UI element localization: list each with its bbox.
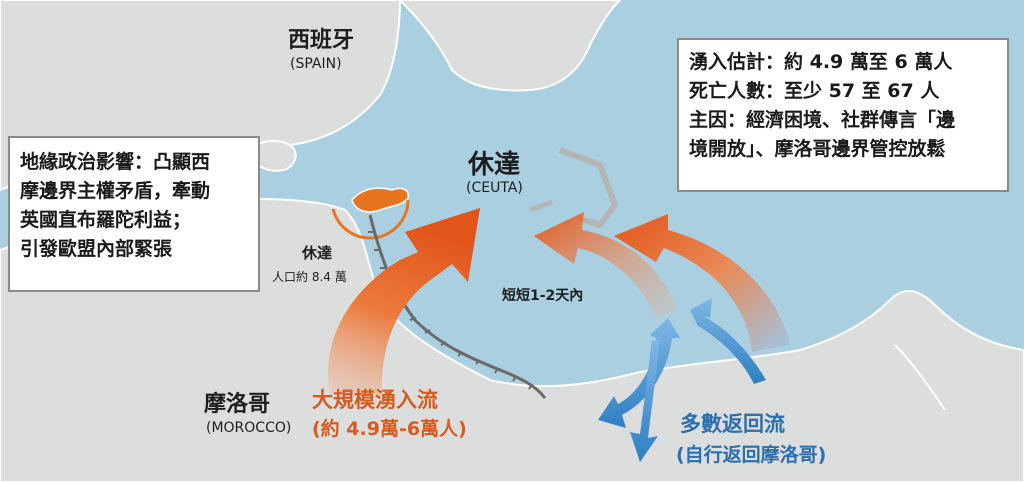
spain-label: 西班牙 xyxy=(288,28,355,53)
duration-label: 短短1-2天內 xyxy=(502,288,584,304)
ceuta-highlight-ring xyxy=(330,160,410,240)
return-arrow-down xyxy=(630,340,660,462)
facts-line: 死亡人數：至少 57 至 67 人 xyxy=(689,80,940,102)
geopolitics-line: 摩邊界主權矛盾，牽動 xyxy=(20,180,211,202)
return-flow-title: 多數返回流 xyxy=(680,412,785,436)
geopolitics-line: 地緣政治影響：凸顯西 xyxy=(20,151,211,173)
facts-line: 湧入估計：約 4.9 萬至 6 萬人 xyxy=(689,51,953,73)
short-inflow-arrow xyxy=(534,212,678,318)
facts-callout: 湧入估計：約 4.9 萬至 6 萬人 死亡人數：至少 57 至 67 人 主因：… xyxy=(677,38,1009,192)
east-inflow-arrow xyxy=(614,214,790,352)
return-arrow-right xyxy=(690,298,766,384)
mass-inflow-subtitle: (約 4.9萬-6萬人) xyxy=(312,418,467,440)
ceuta-inset-label: 休達 xyxy=(302,244,333,262)
ceuta-population-label: 人口約 8.4 萬 xyxy=(272,270,347,284)
mass-inflow-title: 大規模湧入流 xyxy=(312,388,438,412)
ceuta-label: 休達 xyxy=(468,150,521,180)
port-jetty xyxy=(558,147,618,228)
return-arrow-left xyxy=(598,318,680,428)
spain-en-label: (SPAIN) xyxy=(290,56,342,72)
ceuta-land xyxy=(351,187,410,213)
port-breakwater xyxy=(529,199,553,213)
geopolitics-callout: 地緣政治影響：凸顯西 摩邊界主權矛盾，牽動 英國直布羅陀利益； 引發歐盟內部緊張 xyxy=(8,136,260,292)
facts-line: 境開放」、摩洛哥邊界管控放鬆 xyxy=(689,138,946,160)
morocco-en-label: (MOROCCO) xyxy=(206,420,292,436)
mass-inflow-arrow xyxy=(328,208,480,395)
geopolitics-line: 引發歐盟內部緊張 xyxy=(20,238,173,260)
return-flow-subtitle: (自行返回摩洛哥) xyxy=(676,444,827,466)
coastal-road xyxy=(894,344,946,411)
facts-line: 主因：經濟困境、社群傳言「邊 xyxy=(689,109,956,131)
geopolitics-line: 英國直布羅陀利益； xyxy=(20,209,192,231)
morocco-label: 摩洛哥 xyxy=(204,392,271,417)
ceuta-en-label: (CEUTA) xyxy=(466,180,523,196)
